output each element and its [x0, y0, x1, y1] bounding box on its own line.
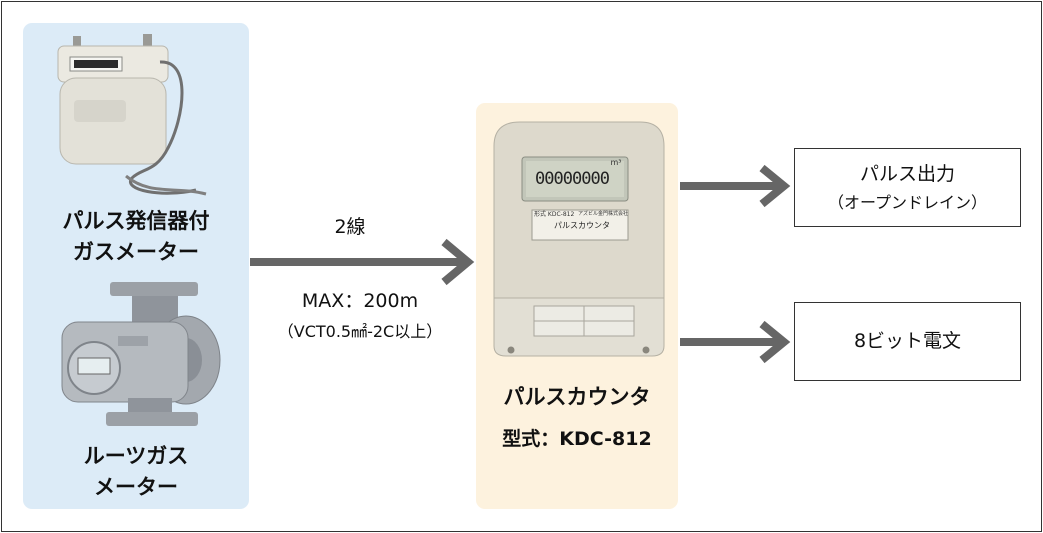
- pulse-gas-meter-label: パルス発信器付 ガスメーター: [23, 206, 249, 268]
- pulse-output-type-label: （オープンドレイン）: [827, 193, 988, 212]
- pulse-gas-meter-label-line2: ガスメーター: [73, 240, 199, 264]
- serial-output-label: 8ビット電文: [853, 330, 962, 352]
- pulse-output-box: パルス出力 （オープンドレイン）: [794, 148, 1021, 227]
- roots-gas-meter-image: [61, 282, 221, 426]
- counter-plate-title: パルスカウンタ: [554, 221, 610, 230]
- counter-name-label: パルスカウンタ: [503, 385, 651, 409]
- counter-lcd-value: 00000000: [535, 169, 610, 189]
- pulse-output-arrow: [680, 164, 791, 208]
- roots-gas-meter-label-line2: メーター: [94, 475, 178, 499]
- pulse-output-label: パルス出力: [859, 163, 955, 185]
- pulse-gas-meter-label-line1: パルス発信器付: [62, 209, 210, 233]
- serial-output-arrow: [680, 320, 791, 364]
- input-arrow: [250, 238, 475, 286]
- wire-cable-spec-label: （VCT0.5㎟-2C以上）: [277, 322, 443, 341]
- pulse-gas-meter-image: [57, 34, 207, 196]
- counter-model-label: 型式：KDC-812: [502, 428, 652, 450]
- wire-max-length-label: MAX：200m: [301, 290, 419, 312]
- pulse-counter-image: [493, 121, 665, 357]
- roots-gas-meter-label-line1: ルーツガス: [83, 444, 189, 468]
- wire-count-label: 2線: [334, 216, 366, 238]
- serial-output-box: 8ビット電文: [794, 302, 1021, 381]
- counter-lcd-unit: m³: [610, 158, 622, 167]
- counter-plate-model: 形式 KDC-812: [534, 211, 575, 218]
- counter-plate-maker: アズビル金門株式会社: [578, 211, 628, 217]
- roots-gas-meter-label: ルーツガス メーター: [23, 441, 249, 503]
